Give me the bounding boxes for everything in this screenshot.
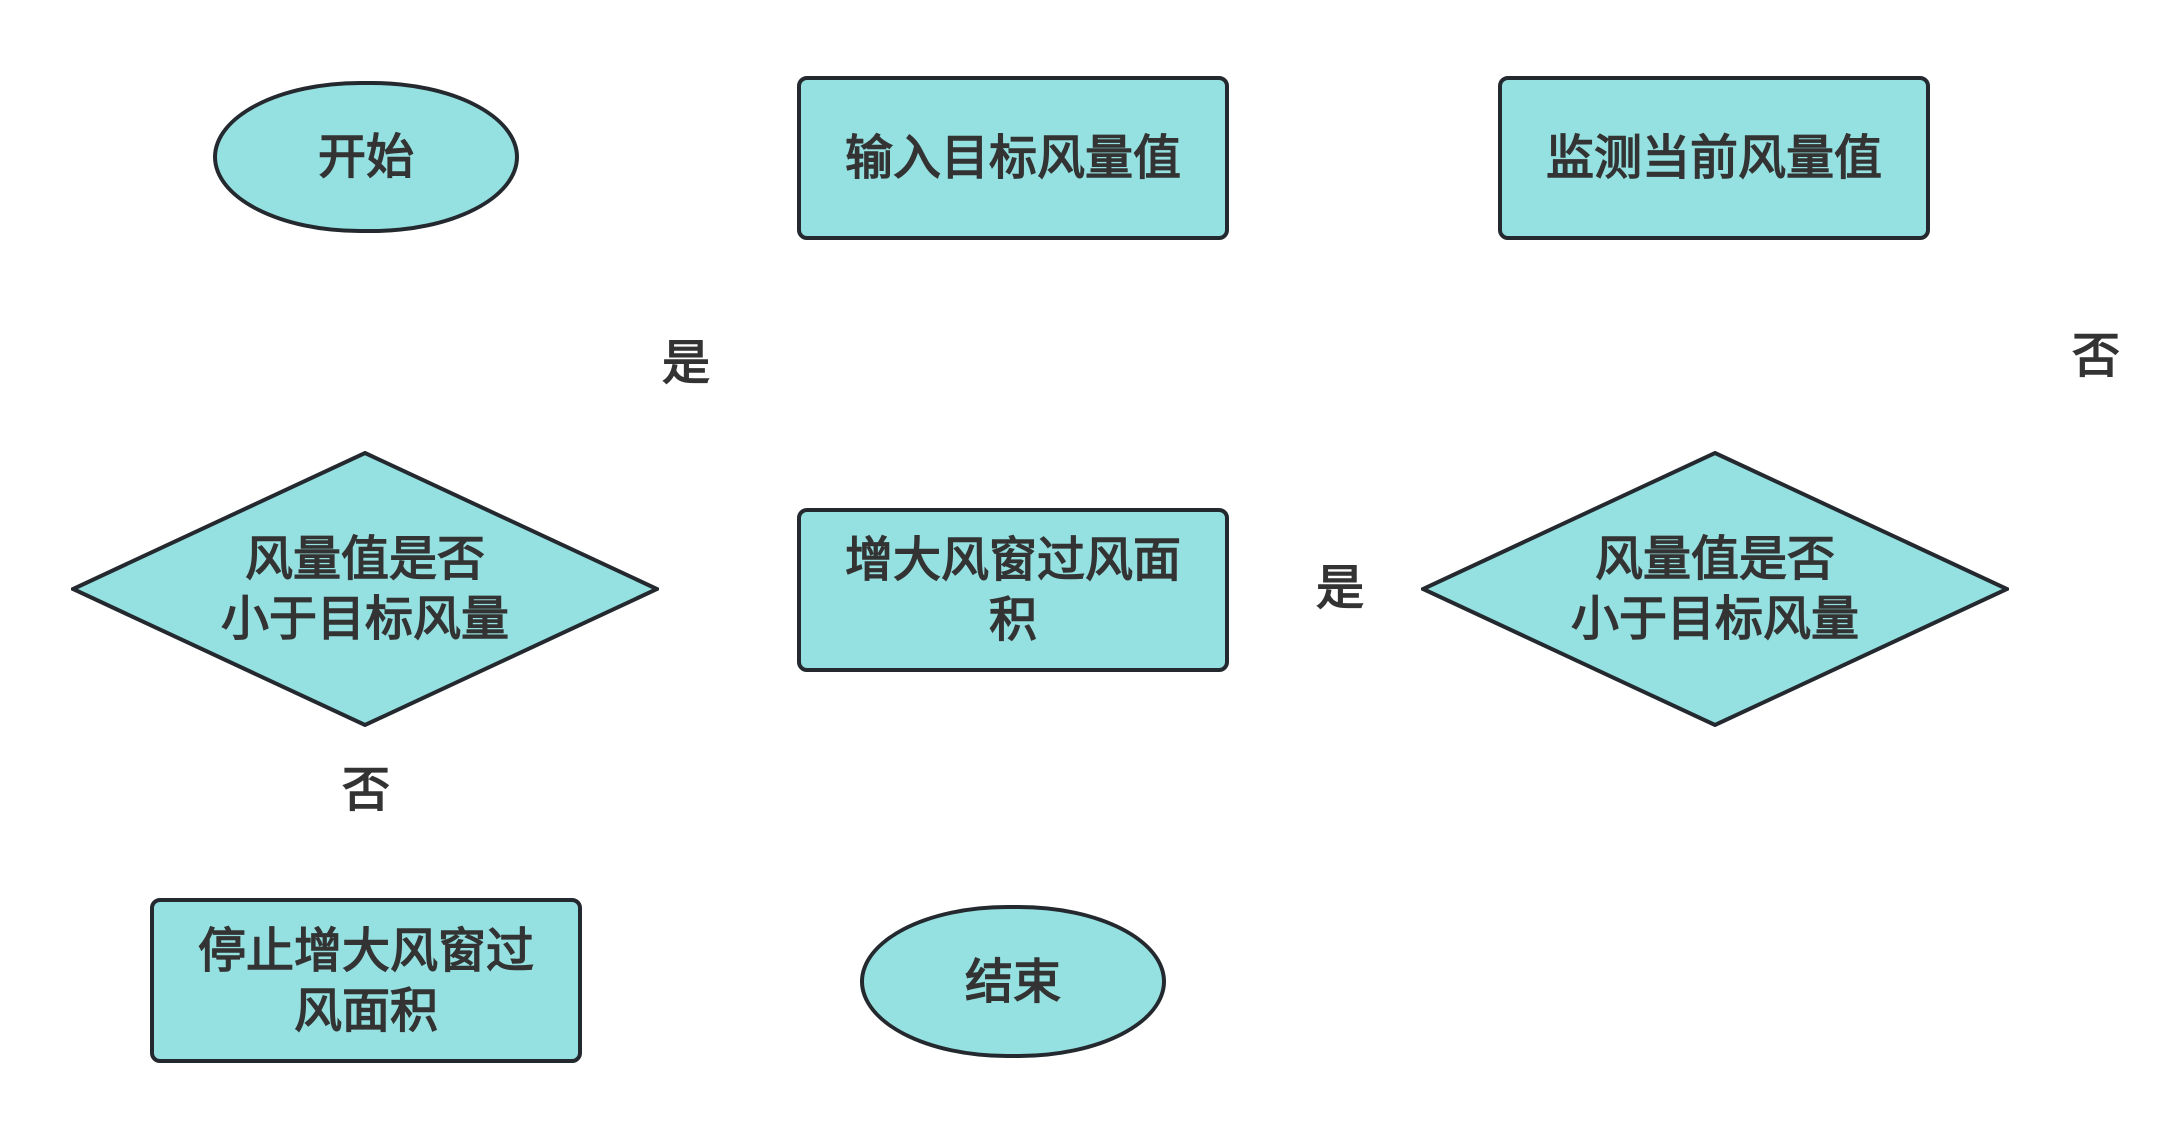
start-node: 开始	[213, 81, 519, 233]
start-node-text: 开始	[317, 129, 414, 185]
edge-label-no-right: 否	[2072, 328, 2121, 384]
stop-increase-text: 停止增大风窗过 风面积	[197, 922, 534, 1039]
monitor-current-node: 监测当前风量值	[1498, 76, 1930, 240]
monitor-current-text: 监测当前风量值	[1545, 130, 1882, 186]
decision-right-text: 风量值是否 小于目标风量	[1570, 531, 1859, 647]
edge-label-yes-middle: 是	[1316, 560, 1365, 616]
input-target-node: 输入目标风量值	[797, 76, 1229, 240]
end-node: 结束	[860, 905, 1166, 1058]
increase-area-node: 增大风窗过风面 积	[797, 508, 1229, 672]
end-node-text: 结束	[964, 953, 1061, 1010]
decision-left-shape	[71, 451, 659, 727]
stop-increase-node: 停止增大风窗过 风面积	[150, 898, 582, 1063]
decision-right-node: 风量值是否 小于目标风量	[1421, 451, 2009, 727]
edge-label-yes-top: 是	[662, 335, 711, 391]
decision-left-text: 风量值是否 小于目标风量	[220, 531, 509, 647]
increase-area-text: 增大风窗过风面 积	[844, 532, 1181, 648]
edge-label-no-bottom: 否	[342, 762, 391, 818]
decision-left-node: 风量值是否 小于目标风量	[71, 451, 659, 727]
input-target-text: 输入目标风量值	[844, 130, 1181, 186]
decision-right-shape	[1421, 451, 2009, 727]
